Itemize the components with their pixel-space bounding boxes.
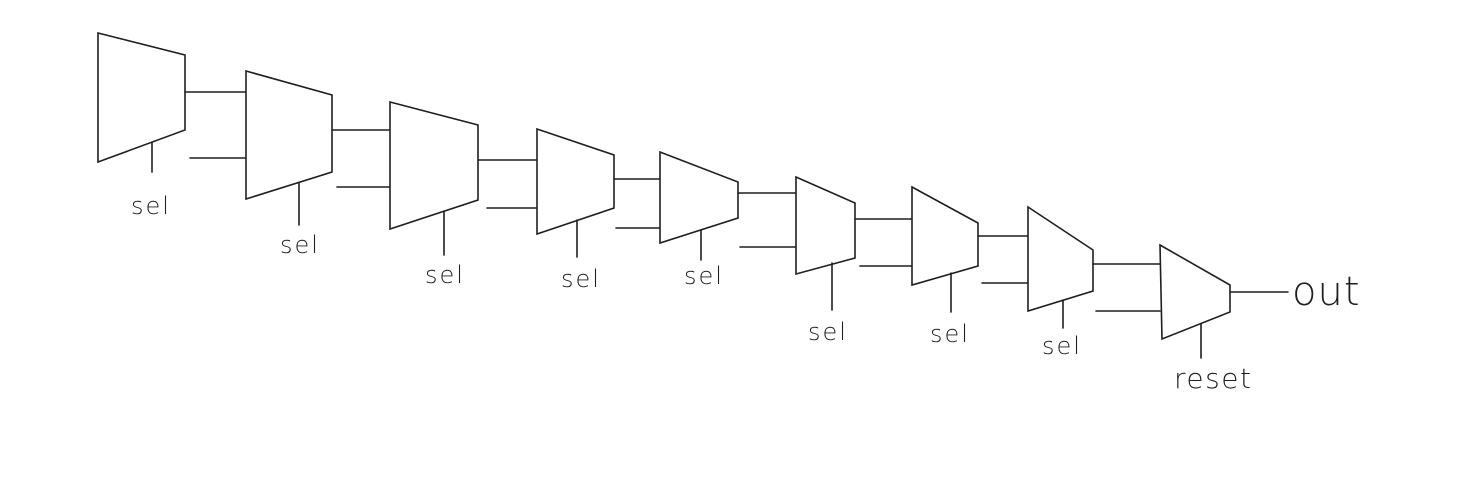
mux-1-sel-label: sel (131, 192, 171, 220)
mux-6-body (795, 175, 856, 276)
mux-4-body (536, 127, 615, 236)
mux-4: sel (536, 127, 615, 293)
mux-2-sel-label: sel (280, 231, 320, 259)
mux-1: sel (97, 31, 186, 220)
mux-9-reset-label: reset (1174, 362, 1252, 395)
mux-8-body (1027, 205, 1094, 313)
mux-9: reset (1159, 243, 1252, 395)
mux-4-sel-label: sel (561, 265, 601, 293)
mux-3-body (389, 100, 479, 231)
mux-7-body (911, 185, 979, 287)
mux-7-sel-label: sel (930, 320, 970, 348)
output-label: out (1292, 269, 1361, 315)
mux-7: sel (911, 185, 979, 348)
mux-2: sel (245, 69, 333, 259)
mux-2-body (245, 69, 333, 201)
mux-6: sel (795, 175, 856, 346)
mux-8-sel-label: sel (1042, 332, 1082, 360)
mux-5-sel-label: sel (684, 262, 724, 290)
mux-1-body (97, 31, 186, 164)
mux-8: sel (1027, 205, 1094, 360)
mux-3: sel (389, 100, 479, 289)
mux-5: sel (659, 150, 739, 290)
mux-5-body (659, 150, 739, 245)
mux-3-sel-label: sel (425, 261, 465, 289)
mux-9-body (1159, 243, 1231, 341)
mux-6-sel-label: sel (808, 318, 848, 346)
